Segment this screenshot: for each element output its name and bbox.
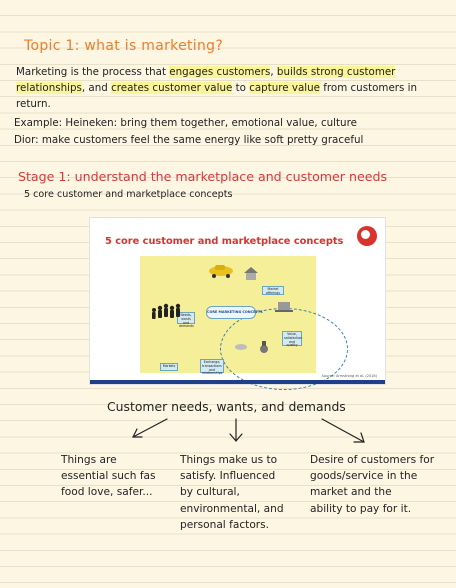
box-markets: Markets xyxy=(160,363,178,371)
slide-title: 5 core customer and marketplace concepts xyxy=(105,236,344,247)
topic-title: Topic 1: what is marketing? xyxy=(24,38,224,54)
arrow-down-icon xyxy=(229,418,243,442)
core-concepts-box: CORE MARKETING CONCEPTS xyxy=(206,306,263,319)
people-icon xyxy=(152,303,181,319)
slide-source: Source: Armstrong et al. (2018) xyxy=(321,374,377,378)
wants-description: Things make us to satisfy. Influenced by… xyxy=(180,454,284,531)
publisher-logo-icon xyxy=(357,226,377,246)
slide-footer-bar xyxy=(90,380,385,384)
highlight-capture-value: capture value xyxy=(249,82,321,95)
medal-icon xyxy=(260,341,268,353)
definition-text: Marketing is the process that xyxy=(16,66,170,78)
box-value: Value, satisfaction and quality xyxy=(282,331,303,348)
stage-subtitle: 5 core customer and marketplace concepts xyxy=(24,189,233,200)
arrow-right-icon xyxy=(321,418,365,443)
definition-text: from customers in return. xyxy=(16,82,418,111)
box-exchange: Exchange, transactions and relationships xyxy=(200,359,224,376)
concept-diagram: Needs, wants and demands Market offering… xyxy=(140,256,348,390)
box-offerings: Market offerings xyxy=(262,286,284,295)
car-icon xyxy=(209,265,233,278)
highlight-engages: engages customers xyxy=(169,66,271,78)
laptop-icon xyxy=(275,302,293,312)
embedded-slide: 5 core customer and marketplace concepts… xyxy=(89,217,386,390)
handshake-icon xyxy=(235,344,247,350)
definition-text: , and xyxy=(81,82,112,95)
demands-description: Desire of customers for goods/service in… xyxy=(310,454,435,515)
definition-text: , xyxy=(270,66,277,78)
house-icon xyxy=(244,267,258,280)
needs-description: Things are essential such fas food love,… xyxy=(61,454,156,499)
highlight-creates-value: creates customer value xyxy=(111,82,233,95)
needs-heading: Customer needs, wants, and demands xyxy=(107,399,346,414)
box-needs: Needs, wants and demands xyxy=(177,312,195,329)
diagram-illustrations xyxy=(152,265,293,353)
arrow-left-icon xyxy=(132,418,168,438)
example-dior: Dior: make customers feel the same energ… xyxy=(14,134,364,146)
marketing-definition: Marketing is the process that engages cu… xyxy=(16,64,448,113)
example-heineken: Example: Heineken: bring them together, … xyxy=(14,117,357,129)
stage-title: Stage 1: understand the marketplace and … xyxy=(18,169,388,184)
definition-text: to xyxy=(232,82,250,95)
